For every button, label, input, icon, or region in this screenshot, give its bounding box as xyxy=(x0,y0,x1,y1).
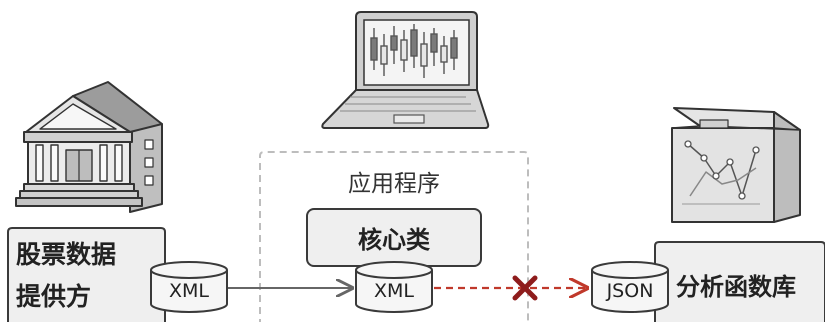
app-xml-label: XML xyxy=(374,280,414,302)
application-title: 应用程序 xyxy=(348,171,440,197)
provider-label-line1: 股票数据 xyxy=(16,240,116,269)
provider-xml-label: XML xyxy=(169,280,209,302)
bank-building-icon xyxy=(15,81,163,213)
library-label: 分析函数库 xyxy=(676,273,796,301)
application-frame: 应用程序 xyxy=(259,151,529,322)
provider-xml-cylinder: XML xyxy=(150,261,228,313)
provider-label-line2: 提供方 xyxy=(16,282,91,311)
candlestick-chart-icon xyxy=(370,24,458,78)
core-class-box: 核心类 xyxy=(306,208,482,267)
library-json-label: JSON xyxy=(606,280,654,302)
laptop-icon xyxy=(321,11,490,129)
library-json-cylinder: JSON xyxy=(591,261,669,313)
box-with-line-chart-icon xyxy=(671,107,801,223)
incompatible-cross-icon xyxy=(512,275,538,301)
analytics-library: 分析函数库 xyxy=(654,241,825,322)
stock-data-provider: 股票数据 提供方 xyxy=(7,227,166,322)
core-class-label: 核心类 xyxy=(358,226,431,254)
app-xml-cylinder: XML xyxy=(355,261,433,313)
